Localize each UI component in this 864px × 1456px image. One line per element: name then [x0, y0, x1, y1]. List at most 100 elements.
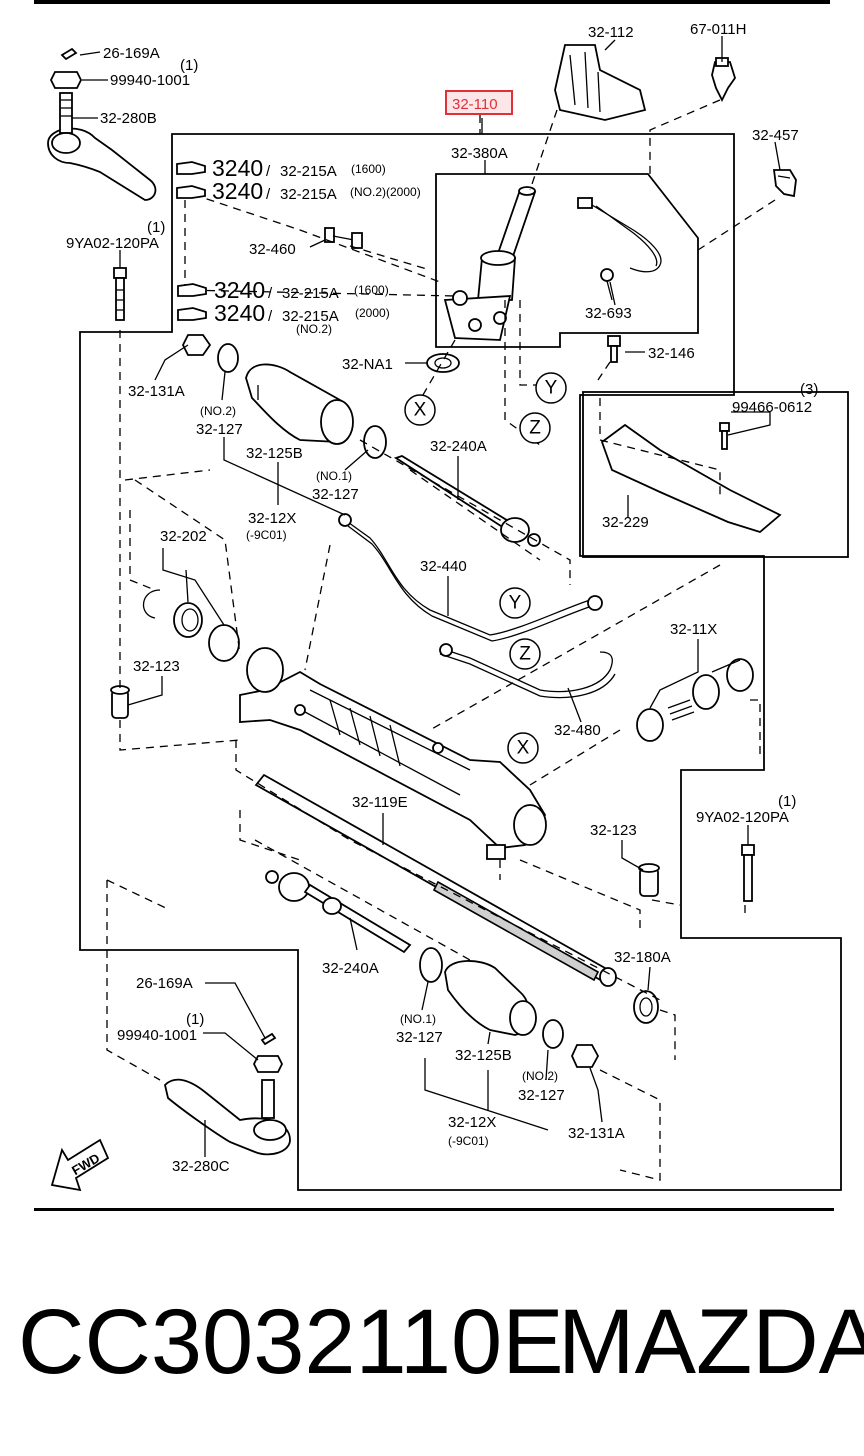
- label-note-1600-a: (1600): [351, 162, 386, 176]
- label-32-480: 32-480: [554, 722, 601, 739]
- label-note-no2-d: (NO.2): [296, 322, 332, 336]
- top-rule: [34, 0, 830, 4]
- label-slash-d: /: [268, 308, 273, 325]
- label-32-127-bottom-b: 32-127: [518, 1087, 565, 1104]
- label-note-no2-2000-b: (NO.2)(2000): [350, 185, 421, 199]
- label-32-127-bottom-a: 32-127: [396, 1029, 443, 1046]
- callout-x-housing: X: [507, 732, 539, 764]
- ring-32-180a-inner: [639, 997, 653, 1017]
- pipe-32-440: [344, 519, 591, 636]
- label-note-no1-top: (NO.1): [316, 469, 352, 483]
- pinion-valve-housing: [443, 186, 537, 341]
- label-3240-b: 3240: [212, 178, 263, 204]
- footer-brand: MAZDA: [558, 1291, 864, 1393]
- label-qty-3: (3): [800, 381, 818, 398]
- hand-pointer-icon: [176, 161, 207, 321]
- label-32-460: 32-460: [249, 241, 296, 258]
- label-note-no2-top: (NO.2): [200, 404, 236, 418]
- bolt-32-460: [324, 227, 363, 249]
- label-26-169a-bottom: 26-169A: [136, 975, 193, 992]
- cylinder-parts-32-11x: [636, 658, 754, 742]
- label-32-12x-top: 32-12X: [248, 510, 296, 527]
- label-99940-1001-bottom: 99940-1001: [117, 1027, 197, 1044]
- label-32-112: 32-112: [588, 24, 634, 41]
- leader-lines: [72, 36, 781, 1157]
- label-slash-c: /: [268, 285, 273, 302]
- label-note-9c01-top: (-9C01): [246, 528, 287, 542]
- svg-text:Y: Y: [509, 593, 522, 614]
- seal-32-na1: [426, 353, 460, 373]
- ring-32-180a: [633, 990, 659, 1024]
- svg-text:X: X: [414, 400, 427, 421]
- bolt-32-146: [607, 335, 621, 363]
- pipe-32-480-fitting: [439, 643, 453, 657]
- seal-32-na1-inner: [434, 357, 452, 369]
- svg-text:X: X: [517, 738, 530, 759]
- inner-tie-rod-top: [393, 455, 541, 547]
- boot-32-125b-top: [217, 343, 387, 459]
- label-32-215a-a: 32-215A: [280, 163, 337, 180]
- highlight-box-32-110: [445, 90, 513, 115]
- label-qty-1-b: (1): [147, 219, 165, 236]
- tie-rod-end-top: [47, 47, 157, 201]
- label-32-119e: 32-119E: [352, 794, 408, 811]
- label-32-110: 32-110: [452, 96, 498, 113]
- bolt-9ya02-left: [113, 267, 127, 321]
- label-32-180a: 32-180A: [614, 949, 671, 966]
- boot-32-125b-bottom: [419, 947, 600, 1068]
- label-32-127-top-a: 32-127: [196, 421, 243, 438]
- guide-lines: [106, 99, 776, 1181]
- label-32-240a-bottom: 32-240A: [322, 960, 379, 977]
- label-32-215a-c: 32-215A: [282, 285, 339, 302]
- label-32-215a-b: 32-215A: [280, 186, 337, 203]
- label-note-2000-d: (2000): [355, 306, 390, 320]
- pipe-32-440-b: [347, 525, 593, 642]
- svg-text:Z: Z: [529, 418, 541, 439]
- mount-32-123-left: [110, 685, 130, 719]
- label-32-229: 32-229: [602, 514, 649, 531]
- label-3240-c: 3240: [214, 277, 265, 303]
- label-qty-1-d: (1): [186, 1011, 204, 1028]
- assembly-frame: [79, 133, 842, 1191]
- nut-32-131a-top: [181, 334, 212, 356]
- label-note-9c01-bottom: (-9C01): [448, 1134, 489, 1148]
- bushings-32-202: [142, 589, 240, 662]
- inner-tie-rod-bottom: [265, 870, 412, 954]
- gear-housing: [239, 647, 547, 860]
- label-note-no1-bottom: (NO.1): [400, 1012, 436, 1026]
- callout-y-top: Y: [535, 372, 567, 404]
- label-9ya02-120pa-right: 9YA02-120PA: [696, 809, 789, 826]
- fwd-arrow-icon: FWD: [50, 1138, 110, 1192]
- label-32-457: 32-457: [752, 127, 799, 144]
- heat-insulator-frame: [582, 391, 849, 558]
- part-labels: 26-169A (1) 99940-1001 32-280B 32-110 32…: [66, 21, 818, 1175]
- label-32-280b: 32-280B: [100, 110, 157, 127]
- label-qty-1-a: (1): [180, 57, 198, 74]
- label-99940-1001-top: 99940-1001: [110, 72, 190, 89]
- dust-boot-top: [554, 44, 647, 121]
- tie-rod-end-bottom: [164, 1032, 291, 1156]
- label-slash-a: /: [266, 163, 271, 180]
- callout-x-top: X: [404, 394, 436, 426]
- rack-32-119e: [254, 773, 617, 987]
- label-26-169a-top: 26-169A: [103, 45, 160, 62]
- label-32-127-top-b: 32-127: [312, 486, 359, 503]
- callout-y-pipe: Y: [499, 587, 531, 619]
- pipe-32-440-fitting-end: [587, 595, 603, 611]
- svg-text:Y: Y: [545, 378, 558, 399]
- label-32-11x: 32-11X: [670, 621, 717, 638]
- clip-67-011h: [711, 57, 736, 103]
- label-32-202: 32-202: [160, 528, 207, 545]
- label-32-125b-top: 32-125B: [246, 445, 303, 462]
- callout-z-pipe: Z: [509, 638, 541, 670]
- label-32-12x-bottom: 32-12X: [448, 1114, 496, 1131]
- valve-housing-frame: [435, 173, 699, 348]
- svg-text:Z: Z: [519, 644, 531, 665]
- label-99466-0612: 99466-0612: [732, 399, 812, 416]
- label-32-na1: 32-NA1: [342, 356, 393, 373]
- label-32-123-left: 32-123: [133, 658, 180, 675]
- label-32-693: 32-693: [585, 305, 632, 322]
- pipe-32-480: [439, 647, 613, 693]
- label-32-240a-top: 32-240A: [430, 438, 487, 455]
